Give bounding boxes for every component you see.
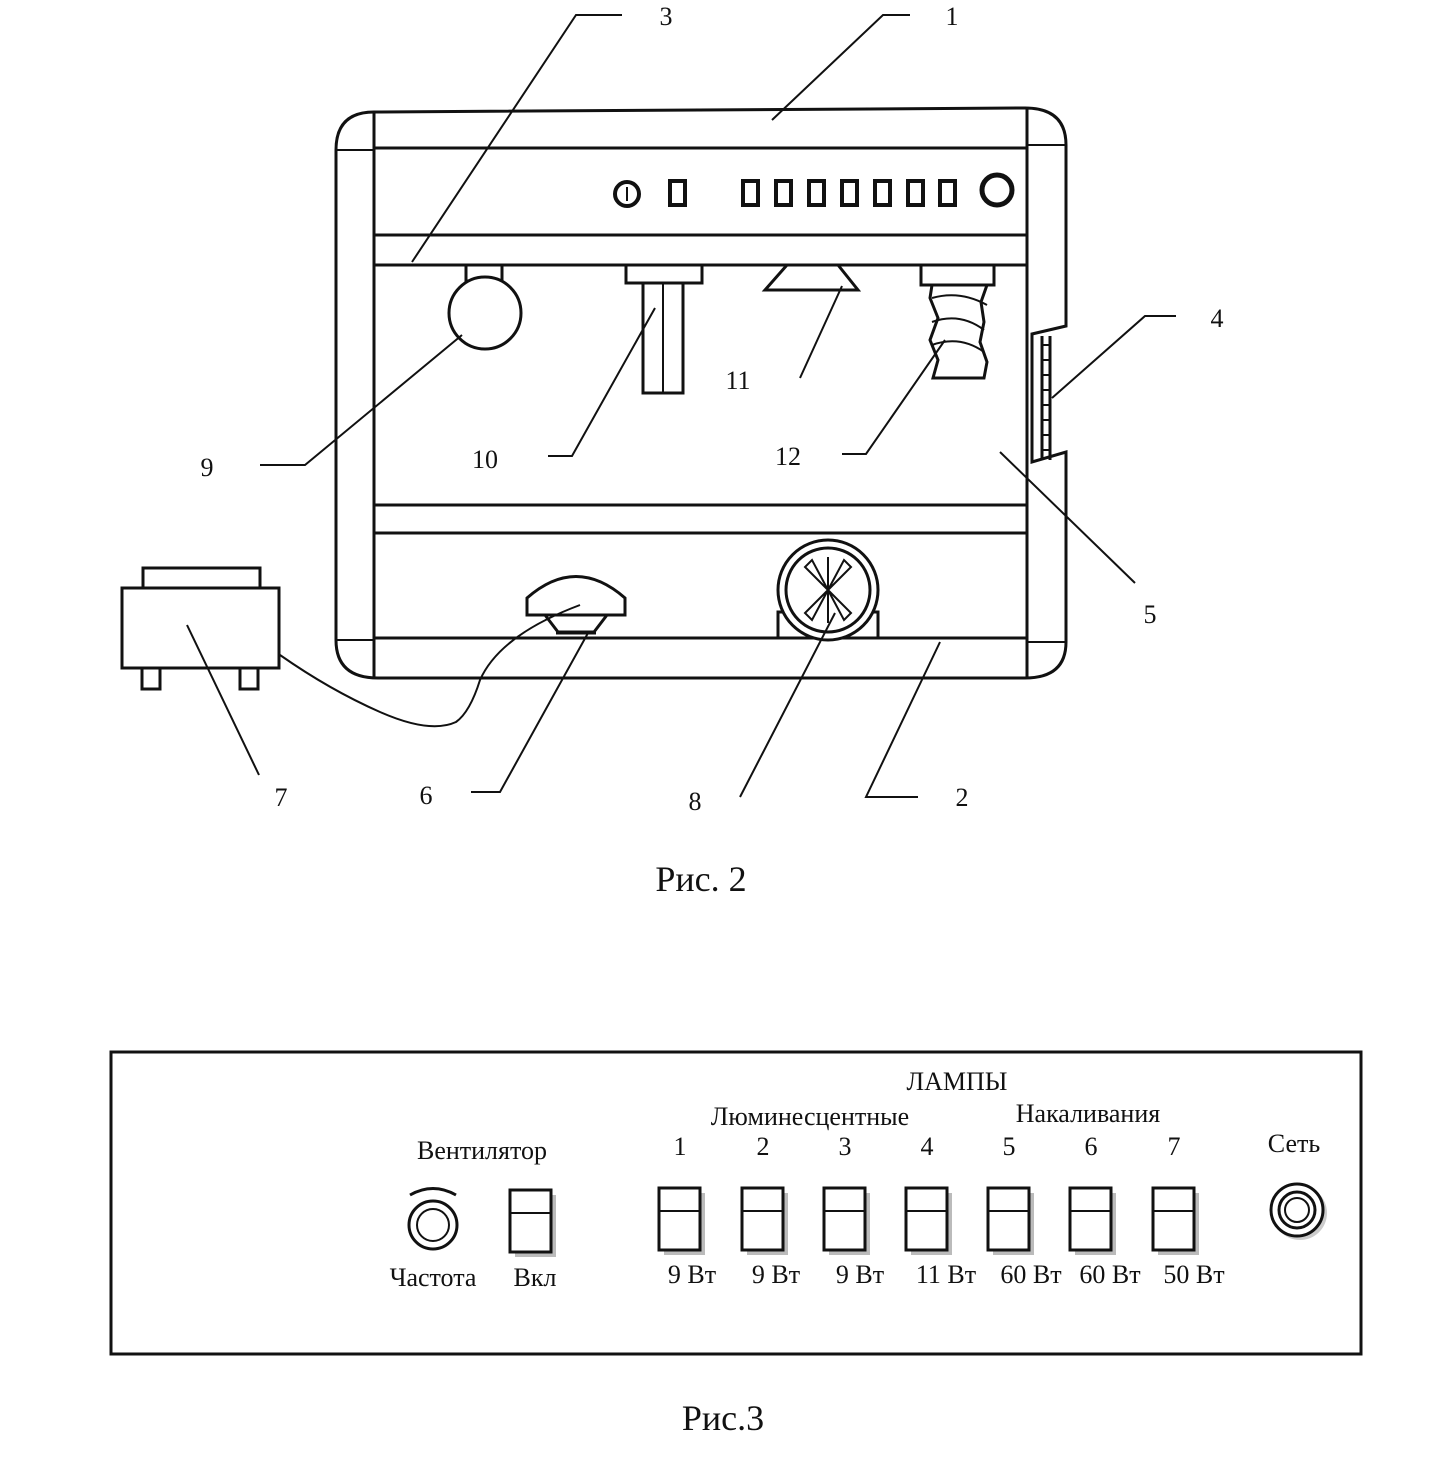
lamp-switches: 1 9 Вт 2 9 Вт 3 9 Вт 4 11 Вт 5 60 Вт 6 60 Вт 7 50 Вт (657, 1132, 1225, 1289)
lamp-power-label: 9 Вт (668, 1260, 716, 1289)
lamp-power-label: 60 Вт (1079, 1260, 1140, 1289)
callout-10: 10 (472, 445, 498, 474)
lamp-9-bulb (447, 263, 523, 351)
lamp-switch-2[interactable] (740, 1186, 788, 1255)
lamp-power-label: 50 Вт (1163, 1260, 1224, 1289)
lamp-switch-6[interactable] (1068, 1186, 1116, 1255)
callout-1: 1 (946, 2, 959, 31)
lamps-title: ЛАМПЫ (907, 1067, 1008, 1096)
callout-2: 2 (956, 783, 969, 812)
callout-4: 4 (1211, 304, 1224, 333)
lamp-switch-icon (774, 179, 793, 207)
top-panel-controls (613, 172, 1015, 208)
lamp-switch-1[interactable] (657, 1186, 705, 1255)
fluorescent-label: Люминесцентные (711, 1102, 909, 1131)
sensor-6 (525, 575, 627, 635)
callout-leaders (186, 14, 1176, 798)
mains-label: Сеть (1268, 1129, 1321, 1158)
callout-7: 7 (275, 783, 288, 812)
callout-12: 12 (775, 442, 801, 471)
callout-numbers: 3 1 4 5 9 10 11 12 7 6 8 2 (201, 2, 1224, 816)
panel-frame (109, 1050, 1363, 1356)
on-label: Вкл (514, 1263, 557, 1292)
figure-2-caption: Рис. 2 (655, 859, 746, 899)
lamp-number-label: 2 (757, 1132, 770, 1161)
lamp-switch-3[interactable] (822, 1186, 870, 1255)
frequency-knob-icon (613, 180, 641, 208)
callout-6: 6 (420, 781, 433, 810)
frequency-label: Частота (390, 1263, 477, 1292)
lamp-switch-icon (840, 179, 859, 207)
lamp-switch-7[interactable] (1151, 1186, 1199, 1255)
callout-3: 3 (660, 2, 673, 31)
lamp-number-label: 6 (1085, 1132, 1098, 1161)
lamp-switch-icon (938, 179, 957, 207)
lamp-power-label: 9 Вт (752, 1260, 800, 1289)
lamp-switch-icon (873, 179, 892, 207)
lamp-switch-icon (741, 179, 760, 207)
lamp-switch-5[interactable] (986, 1186, 1034, 1255)
lamp-switch-4[interactable] (904, 1186, 952, 1255)
callout-11: 11 (725, 366, 750, 395)
figure-3-control-panel: ЛАМПЫ Люминесцентные Накаливания Вентиля… (109, 1050, 1363, 1438)
lamp-11-reflector (761, 263, 862, 292)
lamp-power-label: 60 Вт (1000, 1260, 1061, 1289)
mains-button-icon (979, 172, 1015, 208)
figure-2-device: 3 1 4 5 9 10 11 12 7 6 8 2 Рис. 2 (120, 2, 1224, 899)
cable (279, 604, 581, 728)
callout-5: 5 (1144, 600, 1157, 629)
callout-9: 9 (201, 453, 214, 482)
lamp-number-label: 5 (1003, 1132, 1016, 1161)
fan-switch-icon (668, 179, 687, 207)
mains-button[interactable] (1269, 1182, 1327, 1240)
lamp-switch-icon (906, 179, 925, 207)
housing-outline (334, 106, 1068, 680)
lamp-switch-icon (807, 179, 826, 207)
incandescent-label: Накаливания (1016, 1099, 1161, 1128)
lamp-12-spiral (919, 263, 996, 380)
lamp-power-label: 9 Вт (836, 1260, 884, 1289)
power-adapter-7 (120, 566, 281, 691)
fan-label: Вентилятор (417, 1136, 547, 1165)
frequency-knob[interactable] (407, 1187, 459, 1251)
lamp-power-label: 11 Вт (916, 1260, 976, 1289)
lamp-10-tube (624, 263, 704, 395)
lamp-number-label: 3 (839, 1132, 852, 1161)
lamp-number-label: 4 (921, 1132, 934, 1161)
figure-3-caption: Рис.3 (682, 1398, 764, 1438)
lamp-number-label: 1 (674, 1132, 687, 1161)
fan-on-switch[interactable] (508, 1188, 556, 1257)
callout-8: 8 (689, 787, 702, 816)
lamp-number-label: 7 (1168, 1132, 1181, 1161)
side-ventilation-grille (1040, 336, 1052, 460)
fan-8-icon (776, 538, 880, 642)
